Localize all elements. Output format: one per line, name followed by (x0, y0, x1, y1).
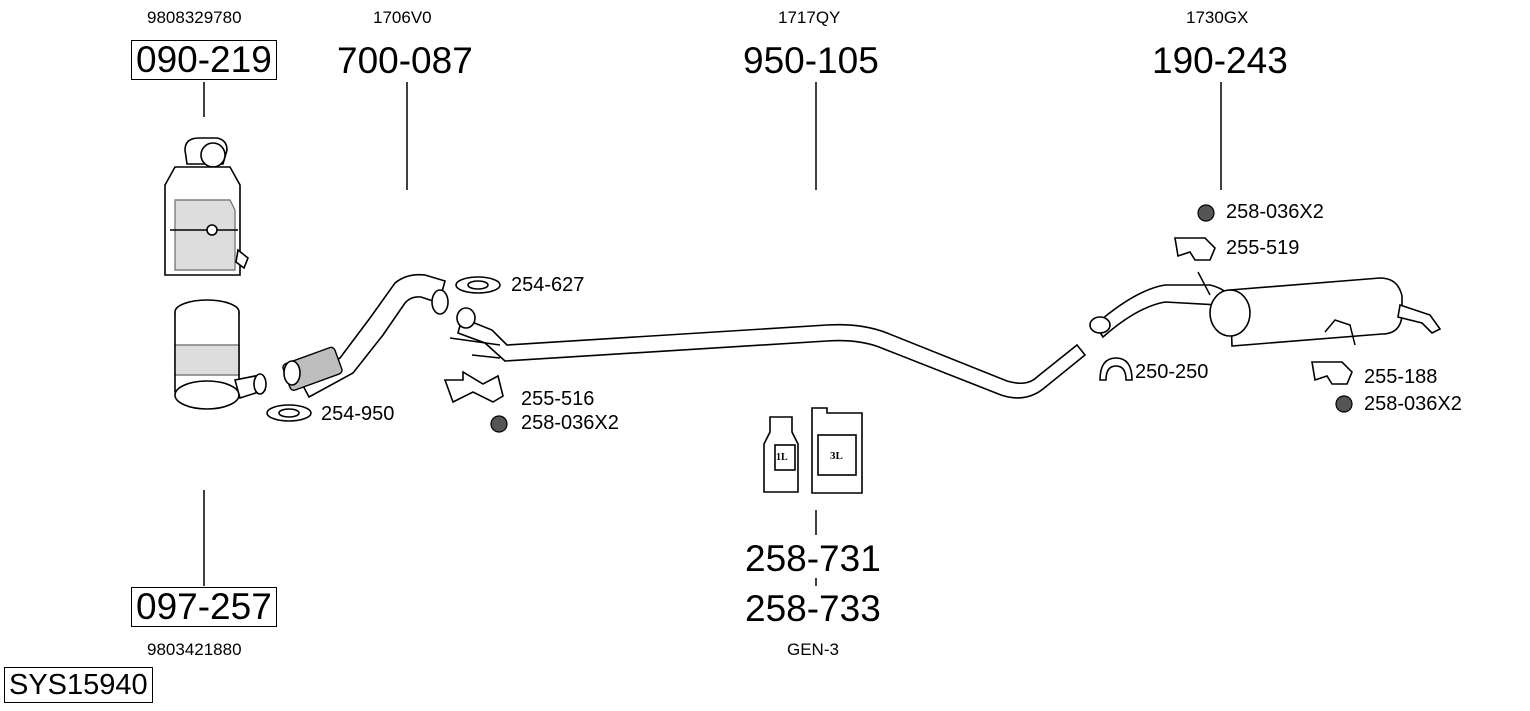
middle-pipe-part (449, 307, 1087, 399)
acc-258-036x2-rear-top[interactable]: 258-036X2 (1226, 201, 1324, 223)
dpf-lower-part (174, 299, 267, 410)
acc-255-188[interactable]: 255-188 (1364, 366, 1438, 388)
oe-dpf-lower: 9803421880 (147, 640, 242, 659)
rubber-255-188-part (1311, 361, 1353, 385)
dpf-upper-part (164, 137, 249, 276)
rubber-255-519-part (1174, 237, 1216, 261)
front-pipe-part (282, 273, 449, 399)
nut-rear-top-part (1197, 204, 1215, 222)
clamp-250-250-part (1099, 357, 1133, 381)
acc-258-036x2-front[interactable]: 258-036X2 (521, 412, 619, 434)
clamp-254-627-part (455, 276, 501, 294)
acc-250-250[interactable]: 250-250 (1135, 361, 1209, 383)
part-number-190-243[interactable]: 190-243 (1152, 40, 1288, 81)
oe-front-pipe: 1706V0 (373, 8, 432, 27)
part-number-090-219[interactable]: 090-219 (131, 40, 277, 80)
rear-silencer-part (1089, 271, 1442, 347)
oe-middle-pipe: 1717QY (778, 8, 841, 27)
nut-front-part (490, 415, 508, 433)
part-number-950-105[interactable]: 950-105 (743, 40, 879, 81)
clamp-254-950-part (266, 404, 312, 422)
acc-255-516[interactable]: 255-516 (521, 388, 595, 410)
acc-258-036x2-rear-bottom[interactable]: 258-036X2 (1364, 393, 1462, 415)
part-number-258-733[interactable]: 258-733 (745, 588, 881, 629)
part-number-097-257[interactable]: 097-257 (131, 587, 277, 627)
oe-rear-silencer: 1730GX (1186, 8, 1249, 27)
part-number-700-087[interactable]: 700-087 (337, 40, 473, 81)
system-id: SYS15940 (4, 667, 153, 703)
acc-254-627[interactable]: 254-627 (511, 274, 585, 296)
nut-rear-bottom-part (1335, 395, 1353, 413)
fluid-note: GEN-3 (787, 640, 839, 659)
acc-255-519[interactable]: 255-519 (1226, 237, 1300, 259)
can-small-label: 1L (776, 452, 788, 463)
acc-254-950[interactable]: 254-950 (321, 403, 395, 425)
can-large-label: 3L (830, 450, 843, 462)
oe-dpf-upper: 9808329780 (147, 8, 242, 27)
bracket-255-516-part (443, 370, 504, 404)
fluid-cans (763, 407, 863, 494)
part-number-258-731[interactable]: 258-731 (745, 538, 881, 579)
